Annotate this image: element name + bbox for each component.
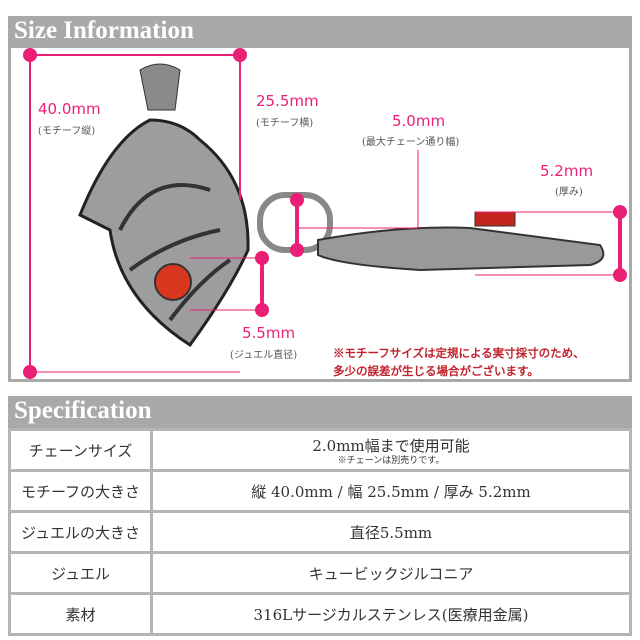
row-value: 直径5.5mm: [150, 510, 632, 554]
row-value: キュービックジルコニア: [150, 551, 632, 595]
note-line-1: ※モチーフサイズは定規による実寸採寸のため、: [333, 346, 585, 360]
row-value: 縦 40.0mm / 幅 25.5mm / 厚み 5.2mm: [150, 469, 632, 513]
row-value: 316Lサージカルステンレス(医療用金属): [150, 592, 632, 636]
row-label: ジュエルの大きさ: [8, 510, 153, 554]
measure-lines: [23, 48, 627, 379]
thickness-label: (厚み): [555, 187, 583, 198]
height-label: (モチーフ縦): [38, 126, 96, 137]
table-row: モチーフの大きさ縦 40.0mm / 幅 25.5mm / 厚み 5.2mm: [8, 469, 632, 513]
note-line-2: 多少の誤差が生じる場合がございます。: [333, 364, 539, 378]
thickness-value: 5.2mm: [540, 162, 594, 180]
pendant-front-image: [78, 63, 250, 348]
measurement-note: ※モチーフサイズは定規による実寸採寸のため、 多少の誤差が生じる場合がございます…: [333, 344, 585, 380]
pendant-side-image: [257, 192, 605, 272]
row-value: 2.0mm幅まで使用可能※チェーンは別売りです。: [150, 428, 632, 472]
chain-value: 5.0mm: [392, 112, 446, 130]
width-label: (モチーフ横): [256, 118, 314, 129]
value-text: 2.0mm幅まで使用可能: [312, 436, 470, 455]
row-label: 素材: [8, 592, 153, 636]
height-value: 40.0mm: [38, 100, 101, 118]
row-label: モチーフの大きさ: [8, 469, 153, 513]
row-label: チェーンサイズ: [8, 428, 153, 472]
jewel-value: 5.5mm: [242, 324, 296, 342]
table-row: ジュエルキュービックジルコニア: [8, 551, 632, 595]
pendant-diagram: [23, 48, 627, 379]
value-subtext: ※チェーンは別売りです。: [337, 455, 445, 466]
size-info-header: Size Information: [8, 16, 632, 48]
jewel-label: (ジュエル直径): [230, 350, 298, 361]
chain-label: (最大チェーン通り幅): [362, 137, 460, 148]
row-label: ジュエル: [8, 551, 153, 595]
table-row: ジュエルの大きさ直径5.5mm: [8, 510, 632, 554]
spec-header: Specification: [8, 396, 632, 428]
width-value: 25.5mm: [256, 92, 319, 110]
